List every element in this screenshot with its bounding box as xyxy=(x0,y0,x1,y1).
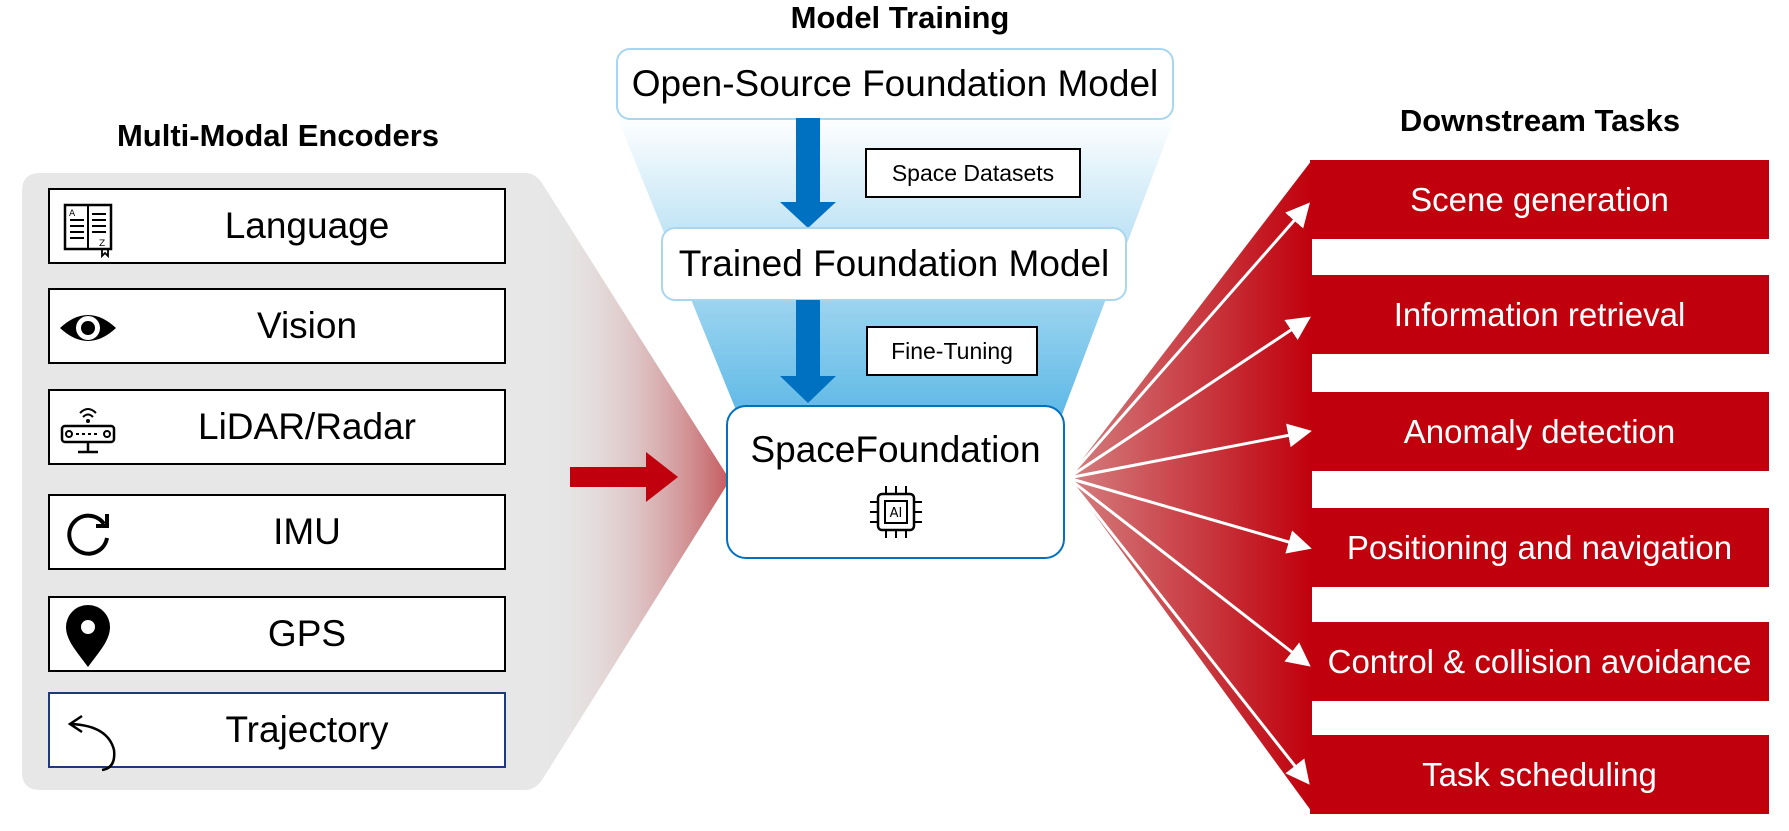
svg-text:A: A xyxy=(69,209,76,219)
ai-chip-label: AI xyxy=(890,506,903,521)
task-control-collision: Control & collision avoidance xyxy=(1310,622,1769,701)
task-anomaly-detection: Anomaly detection xyxy=(1310,392,1769,471)
encoder-label: IMU xyxy=(273,511,341,552)
encoder-label: Vision xyxy=(256,305,358,346)
space-foundation-label: SpaceFoundation xyxy=(750,429,1041,470)
rotate-arrow-icon xyxy=(67,513,109,556)
eye-icon xyxy=(60,315,116,341)
encoders-title: Multi-Modal Encoders xyxy=(116,118,440,153)
encoder-imu: IMU xyxy=(48,494,506,570)
task-label: Scene generation xyxy=(1410,180,1669,218)
encoder-label: Trajectory xyxy=(225,709,389,750)
encoder-vision: Vision xyxy=(48,288,506,364)
task-positioning-navigation: Positioning and navigation xyxy=(1310,508,1769,587)
space-foundation-box: SpaceFoundation AI xyxy=(726,405,1065,559)
encoder-label: GPS xyxy=(267,613,347,654)
ai-chip-icon: AI xyxy=(870,486,922,538)
task-label: Task scheduling xyxy=(1422,755,1657,793)
svg-text:Z: Z xyxy=(99,239,105,249)
encoder-trajectory: Trajectory xyxy=(48,692,506,772)
task-label: Control & collision avoidance xyxy=(1327,642,1752,680)
down-arrow-2 xyxy=(780,300,836,403)
task-information-retrieval: Information retrieval xyxy=(1310,275,1769,354)
encoder-lidar-radar: LiDAR/Radar xyxy=(48,389,506,465)
down-arrow-1 xyxy=(780,118,836,228)
task-scene-generation: Scene generation xyxy=(1310,160,1769,239)
task-scheduling: Task scheduling xyxy=(1310,735,1769,814)
curved-arrow-icon xyxy=(67,714,116,772)
radar-device-icon xyxy=(60,408,116,454)
map-pin-icon xyxy=(66,605,110,667)
encoder-to-model-arrow xyxy=(570,452,678,502)
encoder-gps: GPS xyxy=(48,596,506,672)
fine-tuning-tag: Fine-Tuning xyxy=(866,326,1038,376)
task-label: Positioning and navigation xyxy=(1346,528,1733,566)
trained-model-box: Trained Foundation Model xyxy=(661,227,1127,301)
space-datasets-tag: Space Datasets xyxy=(865,148,1081,198)
downstream-title: Downstream Tasks xyxy=(1399,103,1681,138)
open-source-model-box: Open-Source Foundation Model xyxy=(616,48,1174,120)
encoder-label: LiDAR/Radar xyxy=(198,406,416,447)
book-icon: A Z xyxy=(63,203,113,258)
task-label: Anomaly detection xyxy=(1403,412,1676,450)
encoder-language: A Z Language xyxy=(48,188,506,264)
encoder-label: Language xyxy=(224,205,390,246)
model-training-title: Model Training xyxy=(790,0,1010,35)
task-label: Information retrieval xyxy=(1393,295,1686,333)
